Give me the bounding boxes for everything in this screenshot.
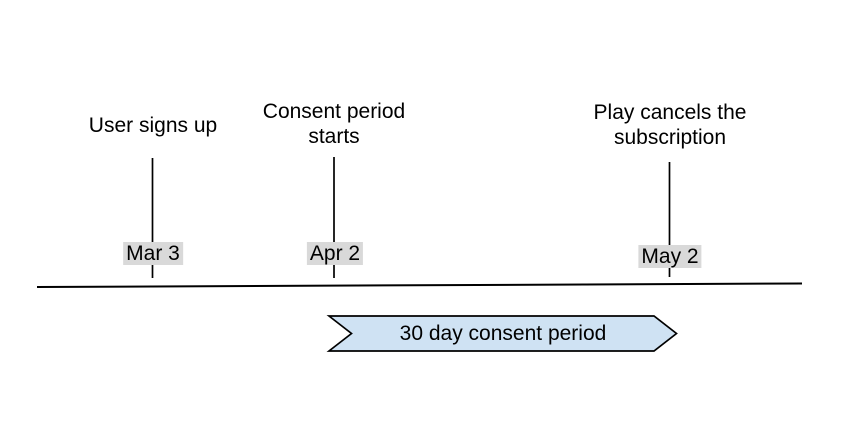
event-label-consent-period-starts: Consent period starts	[262, 100, 406, 148]
timeline-line	[36, 282, 803, 288]
event-label-play-cancels-subscription: Play cancels the subscription	[593, 101, 747, 149]
event-label-user-signs-up: User signs up	[88, 114, 218, 137]
consent-period-banner-label: 30 day consent period	[399, 322, 607, 345]
event-date-badge-mar3: Mar 3	[123, 242, 183, 265]
consent-period-banner-shape	[326, 315, 678, 352]
event-date-badge-apr2: Apr 2	[306, 242, 364, 265]
event-date-badge-may2: May 2	[638, 245, 702, 268]
